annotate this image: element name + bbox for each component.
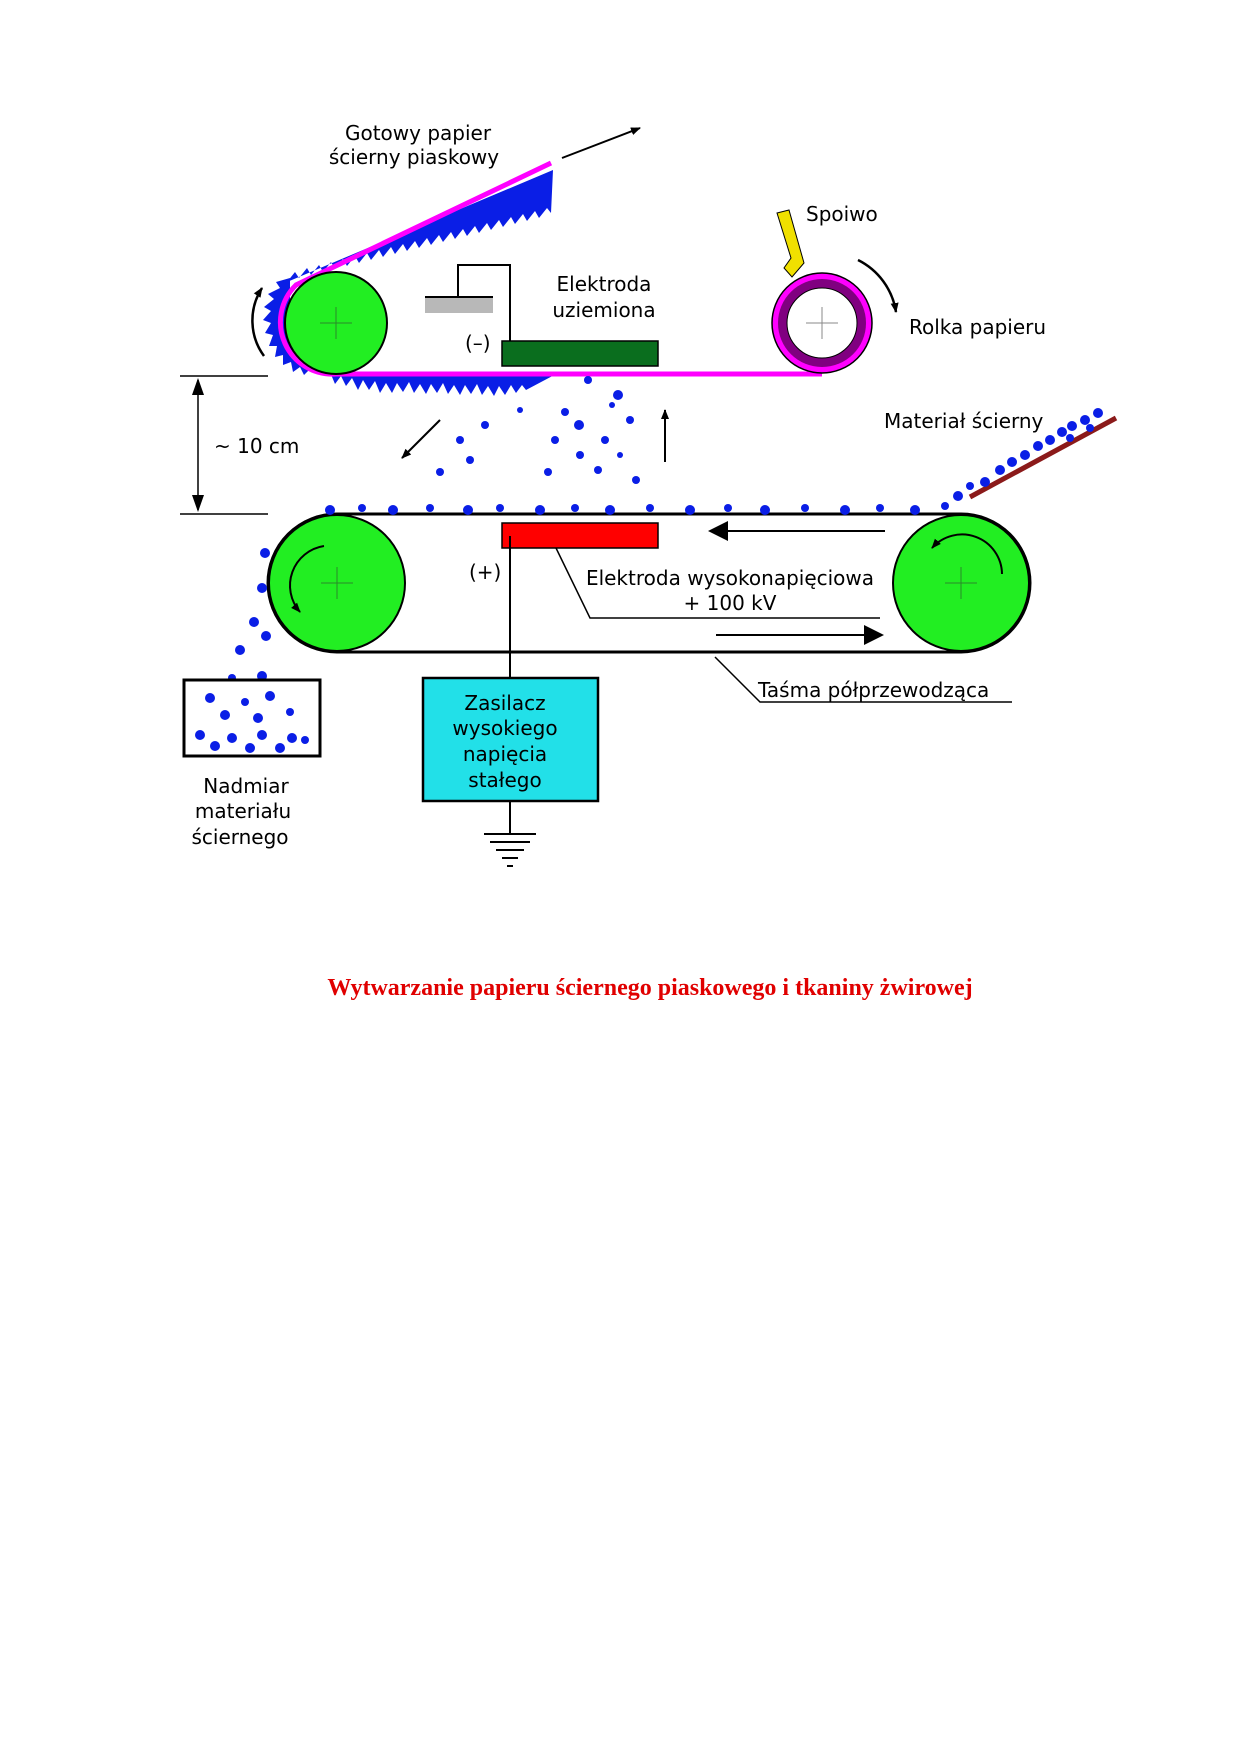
label-minus: (–)	[465, 331, 491, 355]
paper-roll	[771, 272, 873, 374]
power-supply-box	[421, 676, 600, 803]
lower-left-roller	[268, 514, 406, 652]
label-hv-electrode-1: Elektroda wysokonapięciowa	[586, 566, 874, 590]
label-plus: (+)	[469, 560, 501, 584]
feeder-grains	[980, 408, 1103, 487]
label-finished-paper-2: ścierny piaskowy	[329, 145, 499, 169]
rotation-arrow-roll	[857, 258, 899, 313]
label-power-1: Zasilacz	[464, 691, 545, 715]
label-power-3: napięcia	[463, 742, 547, 766]
belt-label-leader	[714, 656, 1012, 703]
label-finished-paper-1: Gotowy papier	[345, 121, 492, 145]
falling-excess-grains	[228, 548, 271, 682]
label-belt: Taśma półprzewodząca	[757, 678, 989, 702]
grain-coating-bottom	[330, 372, 560, 396]
hv-label-leader	[555, 547, 880, 619]
label-excess-1: Nadmiar	[203, 774, 289, 798]
conveyor-grains	[325, 482, 974, 515]
rotation-arrow-lower-left	[289, 545, 325, 613]
binder-dispenser	[776, 209, 805, 278]
label-hv-electrode-2: + 100 kV	[684, 591, 777, 615]
label-ground-electrode-2: uziemiona	[552, 298, 655, 322]
flying-grains	[436, 376, 640, 484]
excess-bin	[182, 678, 322, 758]
ground-electrode	[501, 340, 659, 367]
label-power-4: stałego	[468, 768, 541, 792]
label-abrasive: Materiał ścierny	[884, 409, 1044, 433]
label-binder: Spoiwo	[806, 202, 878, 226]
figure-caption: Wytwarzanie papieru ściernego piaskowego…	[327, 975, 973, 1001]
label-paper-roll: Rolka papieru	[909, 315, 1046, 339]
lower-right-roller	[892, 514, 1030, 652]
label-power-2: wysokiego	[452, 716, 557, 740]
rotation-arrow-lower-right	[931, 533, 1003, 575]
upper-left-roller	[284, 271, 388, 375]
earth-ground-icon	[484, 801, 536, 867]
label-excess-3: ściernego	[191, 825, 288, 849]
label-distance: ~ 10 cm	[214, 434, 299, 458]
rotation-arrow-upper-left	[251, 287, 266, 357]
label-ground-electrode-1: Elektroda	[557, 272, 652, 296]
hv-electrode	[501, 522, 659, 549]
distance-dimension	[180, 375, 268, 515]
output-arrow	[561, 127, 641, 159]
ground-electrode-group	[425, 264, 659, 367]
downward-arrow	[401, 419, 441, 459]
bin-grains	[195, 691, 309, 753]
label-excess-2: materiału	[195, 799, 291, 823]
